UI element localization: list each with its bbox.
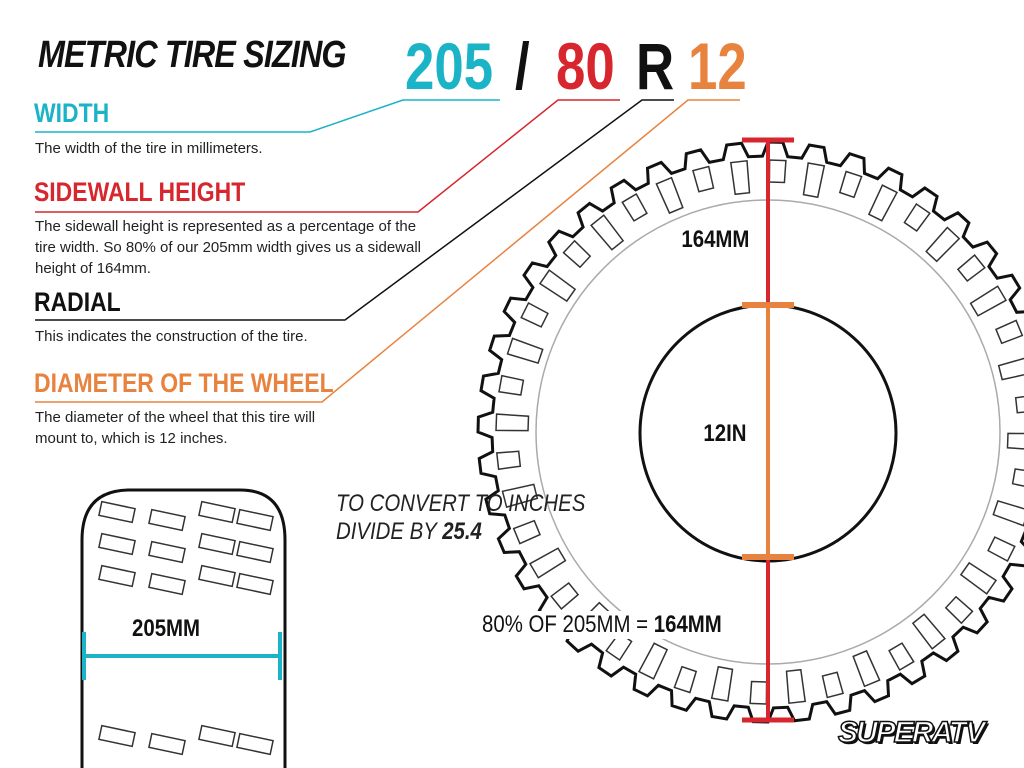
diameter-leader-line	[35, 99, 740, 403]
tread-lug	[495, 413, 530, 432]
tread-lug	[852, 649, 881, 688]
code-construction: R	[636, 29, 675, 103]
code-width: 205	[405, 29, 494, 103]
diameter-description: The diameter of the wheel that this tire…	[35, 409, 316, 447]
sidewall-formula: 80% OF 205MM =	[482, 611, 654, 638]
tread-block	[198, 532, 236, 556]
tread-lug	[944, 595, 974, 625]
measure-lines	[82, 137, 794, 723]
tread-block	[198, 500, 236, 524]
code-aspect: 80	[556, 29, 615, 103]
radial-description: This indicates the construction of the t…	[35, 328, 308, 345]
tread-lug	[959, 561, 998, 595]
tread-lug	[888, 642, 915, 672]
tread-block	[148, 732, 186, 756]
wheel-label: 12IN	[700, 420, 750, 448]
tread-lug	[1014, 395, 1024, 414]
tread-lug	[520, 301, 549, 328]
superatv-logo: SUPERATV	[837, 715, 986, 750]
tread-lug	[562, 239, 592, 269]
tread-lug	[637, 642, 669, 680]
tread-view	[80, 488, 287, 768]
tread-block	[98, 564, 136, 588]
tread-lug	[995, 319, 1024, 345]
tread-block	[236, 508, 274, 532]
code-rim: 12	[688, 29, 747, 103]
tread-lug	[785, 668, 807, 705]
sidewall-heading: SIDEWALL HEIGHT	[34, 177, 246, 207]
tread-lug	[673, 665, 698, 694]
tread-lug	[903, 202, 931, 233]
tread-lug	[655, 176, 684, 215]
tread-lug	[729, 159, 751, 196]
tread-lug	[512, 519, 541, 545]
tread-block	[98, 500, 136, 524]
tread-lug	[802, 162, 826, 199]
tread-lug	[550, 581, 580, 610]
sidewall-top-label: 164MM	[678, 226, 753, 254]
tread-lug	[1011, 468, 1024, 487]
radial-heading: RADIAL	[34, 287, 121, 317]
conversion-value: 25.4	[442, 518, 482, 545]
tread-lug	[590, 214, 625, 251]
tread-lug	[821, 671, 845, 699]
tread-lug	[498, 374, 525, 396]
tread-block	[98, 532, 136, 556]
tread-lug	[911, 613, 946, 650]
conversion-line-1: TO CONVERT TO INCHES	[336, 490, 586, 517]
tread-lug	[538, 269, 577, 303]
sidewall-bottom-label: 80% OF 205MM = 164MM	[482, 611, 722, 639]
sidewall-result: 164MM	[653, 611, 722, 638]
tread-lug	[925, 226, 961, 263]
tread-block	[236, 572, 274, 596]
tread-block	[198, 564, 236, 588]
conversion-note: TO CONVERT TO INCHES DIVIDE BY 25.4	[336, 490, 585, 546]
tread-lug	[768, 159, 787, 184]
tread-block	[148, 508, 186, 532]
width-description: The width of the tire in millimeters.	[35, 140, 263, 157]
tread-lug	[501, 483, 539, 509]
tread-block	[236, 540, 274, 564]
width-heading: WIDTH	[34, 98, 110, 128]
tread-lug	[710, 665, 734, 702]
tread-block	[148, 540, 186, 564]
tread-lug	[495, 450, 522, 471]
diameter-heading: DIAMETER OF THE WHEEL	[34, 368, 334, 398]
tread-lug	[528, 547, 567, 579]
sidewall-description: The sidewall height is represented as a …	[35, 218, 422, 277]
tread-block	[148, 572, 186, 596]
tread-lug	[749, 680, 768, 705]
width-leader-line	[35, 99, 500, 133]
tread-lug	[997, 357, 1024, 381]
tread-lug	[992, 499, 1024, 527]
tread-lug	[506, 337, 544, 365]
tread-width-label: 205MM	[132, 615, 201, 642]
conversion-line-2: DIVIDE BY	[336, 518, 443, 545]
code-slash: /	[515, 29, 530, 103]
tread-lug	[969, 285, 1008, 317]
tread-lug	[867, 184, 899, 222]
tread-block	[98, 724, 136, 748]
tread-block	[236, 732, 274, 756]
tread-lug	[838, 170, 863, 199]
tread-lug	[691, 165, 715, 193]
radial-leader-line	[35, 99, 674, 321]
tread-lug	[1006, 432, 1024, 450]
tread-lug	[621, 192, 648, 222]
tread-lug	[987, 536, 1016, 563]
page-title: METRIC TIRE SIZING	[38, 34, 347, 76]
sidewall-leader-line	[35, 99, 620, 213]
tread-block	[198, 724, 236, 748]
tread-lug	[956, 254, 986, 283]
